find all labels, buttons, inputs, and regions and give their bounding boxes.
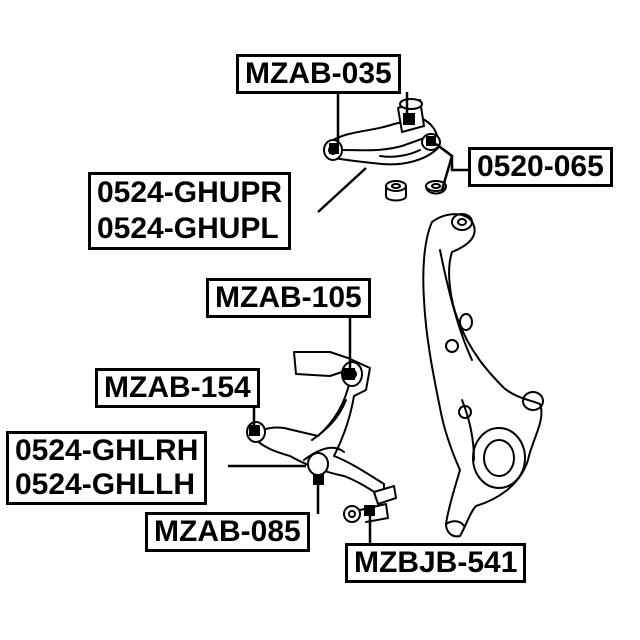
loose-bushings <box>385 180 447 202</box>
label-mzab-154: MZAB-154 <box>95 368 260 408</box>
lower-mid-bushing-part <box>307 452 329 476</box>
steering-knuckle <box>422 213 544 538</box>
part-markers <box>249 113 436 516</box>
leader-lines <box>228 92 474 546</box>
label-mzab-035: MZAB-035 <box>236 54 401 94</box>
label-mzbjb-541: MZBJB-541 <box>345 543 527 583</box>
lower-ball-joint-part <box>343 485 397 523</box>
label-0520-065: 0520-065 <box>468 147 613 187</box>
label-mzab-105: MZAB-105 <box>206 278 371 318</box>
label-mzab-085: MZAB-085 <box>145 512 310 552</box>
label-0524-ghup: 0524-GHUPR 0524-GHUPL <box>88 172 292 250</box>
label-0524-ghl: 0524-GHLRH 0524-GHLLH <box>6 431 208 505</box>
